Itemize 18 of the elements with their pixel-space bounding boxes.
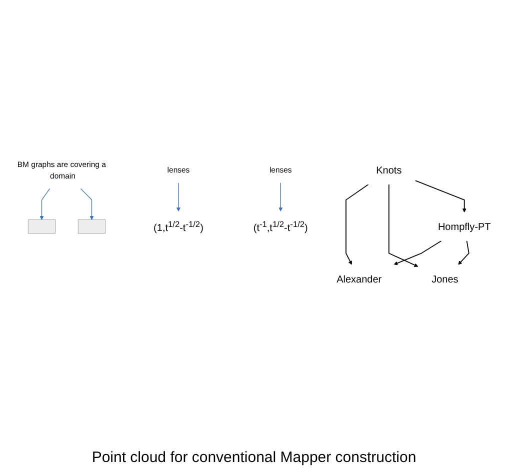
arrow	[278, 182, 283, 212]
arrow	[388, 184, 418, 267]
arrow	[40, 188, 50, 220]
node-text: Hompfly-PT	[438, 220, 491, 232]
caption: Point cloud for conventional Mapper construction	[92, 448, 416, 468]
node-box	[28, 220, 56, 234]
arrow	[176, 182, 180, 212]
node-text: Jones	[432, 273, 458, 285]
arrow	[458, 240, 470, 265]
node-box	[78, 220, 106, 234]
arrow	[80, 188, 94, 220]
node-text: (1,t$^{1/2}$-t$^{-1/2}$)	[154, 219, 204, 234]
arrow	[346, 184, 369, 265]
node-text: Knots	[376, 164, 402, 176]
node-text: Alexander	[336, 273, 382, 285]
arrow	[394, 240, 442, 266]
arrow	[414, 180, 466, 212]
node-text: (t$^{-1}$,t$^{1/2}$-t$^{-1/2}$)	[253, 219, 308, 234]
